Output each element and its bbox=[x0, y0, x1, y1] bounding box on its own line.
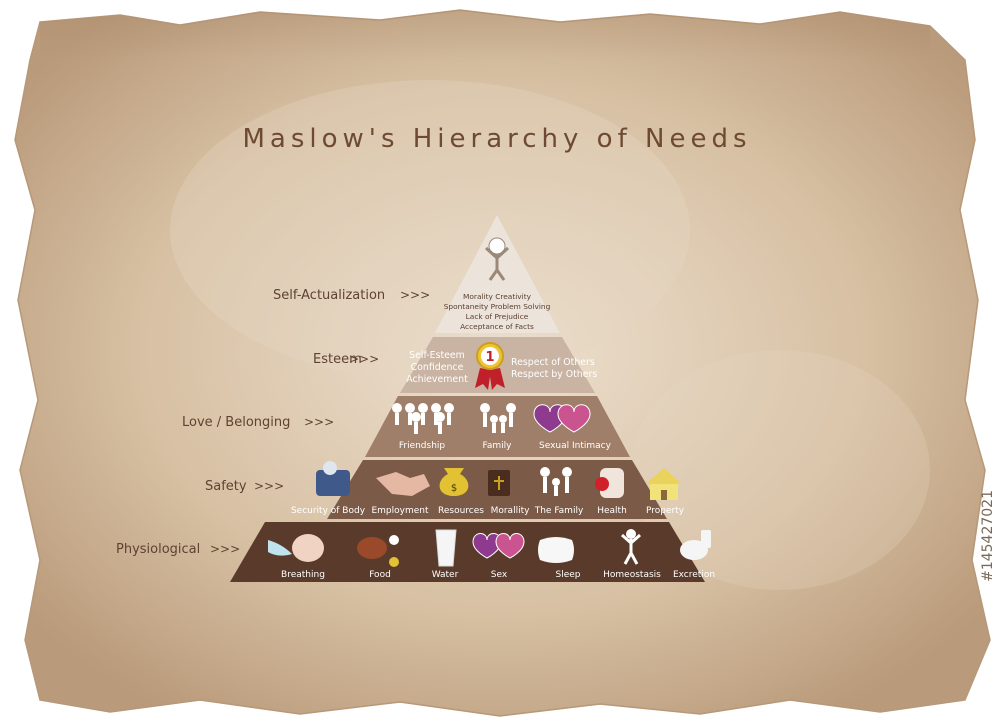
safety-item-label: The Family bbox=[534, 506, 584, 516]
food-meat-icon bbox=[357, 535, 399, 567]
love-content: Friendship Family Sexual Intimacy bbox=[392, 403, 612, 451]
friendship-people-icon bbox=[392, 403, 454, 434]
physiological-content: Breathing Food Water Sex Sleep Homeostas… bbox=[268, 529, 715, 580]
physiological-item-label: Homeostasis bbox=[603, 570, 661, 580]
person-arms-up-icon bbox=[484, 237, 510, 281]
safety-item-label: Health bbox=[597, 506, 627, 516]
award-ribbon-icon: 1 bbox=[475, 342, 505, 390]
level-arrow-safety: >>> bbox=[254, 479, 284, 493]
safety-item-label: Security of Body bbox=[291, 506, 366, 516]
stock-id-watermark: #145427021 bbox=[980, 490, 996, 582]
level-arrow-self-actualization: >>> bbox=[400, 288, 430, 302]
level-label-safety: Safety bbox=[205, 479, 247, 494]
safety-item-label: Resources bbox=[438, 506, 484, 516]
handshake-icon bbox=[376, 472, 430, 496]
breathing-face-icon bbox=[268, 534, 324, 562]
self-actualization-content: Morality Creativity Spontaneity Problem … bbox=[444, 237, 551, 331]
physiological-item-label: Breathing bbox=[281, 570, 325, 580]
water-glass-icon bbox=[435, 529, 457, 567]
physiological-item-label: Food bbox=[369, 570, 391, 580]
family-people-icon bbox=[480, 403, 516, 433]
safety-item-label: Morallity bbox=[491, 506, 531, 516]
esteem-left-line: Achievement bbox=[406, 374, 468, 385]
level-label-self-actualization: Self-Actualization bbox=[273, 288, 385, 303]
self-actualization-line: Acceptance of Facts bbox=[460, 322, 534, 331]
house-icon bbox=[646, 468, 682, 500]
physiological-item-label: Sex bbox=[491, 570, 508, 580]
esteem-right-line: Respect of Others bbox=[511, 357, 595, 368]
tier-self-actualization bbox=[435, 215, 560, 333]
diagram-title: Maslow's Hierarchy of Needs bbox=[242, 124, 751, 154]
love-item-label: Family bbox=[483, 441, 513, 451]
love-item-label: Sexual Intimacy bbox=[539, 441, 612, 451]
family-people-icon bbox=[540, 467, 572, 496]
esteem-right-line: Respect by Others bbox=[511, 369, 597, 380]
toilet-icon bbox=[680, 530, 711, 560]
physiological-item-label: Water bbox=[432, 570, 459, 580]
health-heart-icon bbox=[595, 468, 624, 498]
bible-book-icon bbox=[488, 470, 510, 496]
level-labels: Self-Actualization >>> Esteem >>> Love /… bbox=[116, 288, 430, 557]
self-actualization-line: Lack of Prejudice bbox=[466, 312, 529, 321]
hearts-couple-icon bbox=[533, 404, 591, 433]
physiological-item-label: Sleep bbox=[555, 570, 580, 580]
physiological-item-label: Excretion bbox=[673, 570, 715, 580]
level-arrow-physiological: >>> bbox=[210, 542, 240, 556]
level-arrow-esteem: >>> bbox=[349, 352, 379, 366]
pillow-icon bbox=[538, 537, 574, 563]
esteem-content: Self-Esteem Confidence Achievement 1 Res… bbox=[406, 342, 597, 390]
self-actualization-line: Spontaneity Problem Solving bbox=[444, 302, 551, 311]
tier-physiological bbox=[230, 522, 705, 582]
award-number: 1 bbox=[485, 350, 494, 365]
svg-text:$: $ bbox=[451, 483, 457, 494]
level-label-esteem: Esteem bbox=[313, 352, 362, 367]
esteem-left-line: Confidence bbox=[411, 362, 464, 373]
self-actualization-line: Morality Creativity bbox=[463, 292, 532, 301]
person-standing-icon bbox=[621, 529, 641, 565]
money-bag-icon: $ bbox=[439, 468, 469, 496]
safety-item-label: Property bbox=[646, 506, 685, 516]
level-label-physiological: Physiological bbox=[116, 542, 200, 557]
level-arrow-love: >>> bbox=[304, 415, 334, 429]
hearts-couple-icon bbox=[472, 533, 525, 559]
love-item-label: Friendship bbox=[399, 441, 446, 451]
level-label-love: Love / Belonging bbox=[182, 415, 290, 430]
security-guard-icon bbox=[316, 461, 350, 496]
safety-content: $ Security of Body Employment Resources … bbox=[291, 461, 685, 516]
esteem-left-line: Self-Esteem bbox=[409, 350, 465, 361]
safety-item-label: Employment bbox=[371, 506, 429, 516]
